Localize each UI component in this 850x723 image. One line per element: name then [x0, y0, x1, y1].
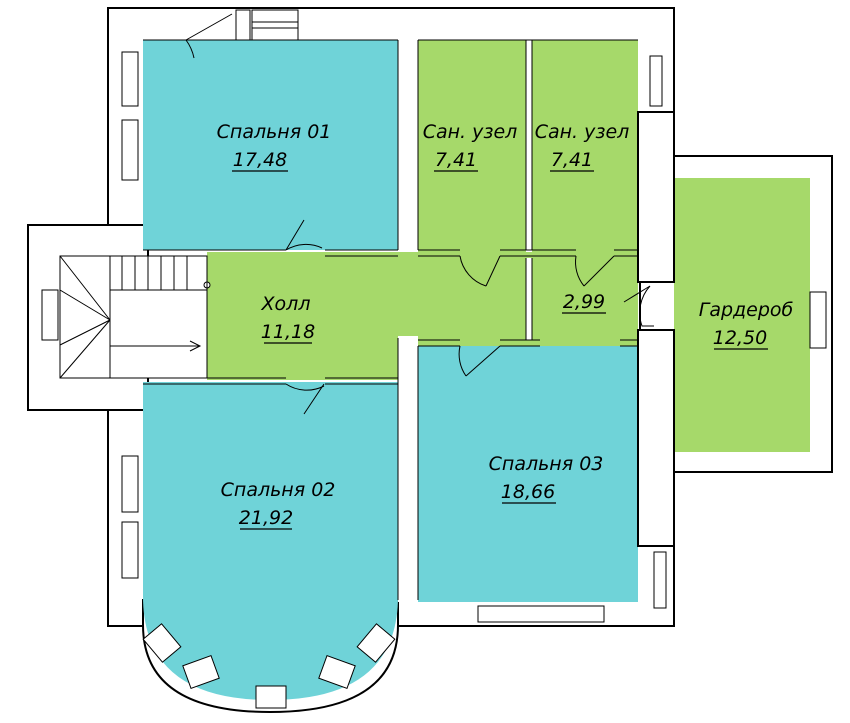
- wardrobe-fill: [674, 178, 810, 452]
- door-entry-top: [185, 13, 233, 59]
- bath-2-fill: [532, 40, 638, 252]
- label-bedroom-03: Спальня 03: [489, 453, 604, 475]
- door-bedroom-03: [458, 345, 501, 377]
- window-bay-1: [142, 623, 182, 663]
- door-bath-2: [575, 255, 615, 287]
- window-bay-3: [255, 685, 287, 709]
- area-hall: 11,18: [261, 321, 315, 343]
- label-bath-2: Сан. узел: [535, 121, 630, 143]
- doors: [185, 13, 654, 415]
- window-bay-4: [318, 654, 356, 690]
- staircase: [59, 255, 211, 379]
- label-bedroom-02: Спальня 02: [221, 479, 336, 501]
- window-left-4: [121, 521, 139, 579]
- area-bedroom-02: 21,92: [239, 507, 293, 529]
- wall-right-lower: [637, 329, 675, 547]
- window-bay-5: [356, 623, 396, 663]
- area-wardrobe: 12,50: [713, 327, 767, 349]
- window-top-1: [235, 9, 251, 41]
- window-left-3: [121, 455, 139, 513]
- room-fills: [143, 40, 810, 700]
- window-left-1: [121, 51, 139, 107]
- bedroom-02-fill: [143, 382, 398, 700]
- door-bedroom-02: [285, 383, 325, 415]
- window-bay-2: [182, 654, 220, 690]
- window-top-2: [251, 9, 299, 41]
- door-bedroom-01: [285, 219, 323, 251]
- wall-bed01-bath: [398, 40, 418, 252]
- wall-right-upper: [637, 111, 675, 283]
- window-left-2: [121, 119, 139, 181]
- label-bath-1: Сан. узел: [423, 121, 518, 143]
- bedroom-03-fill: [418, 346, 638, 602]
- room-labels: Спальня 01 17,48 Сан. узел 7,41 Сан. узе…: [217, 121, 794, 530]
- window-stair: [41, 289, 59, 341]
- label-wardrobe: Гардероб: [699, 299, 794, 321]
- bedroom-01-fill: [143, 40, 398, 250]
- area-bath-2: 7,41: [551, 149, 593, 171]
- label-bedroom-01: Спальня 01: [217, 121, 332, 143]
- area-bedroom-01: 17,48: [233, 149, 287, 171]
- area-bedroom-03: 18,66: [501, 481, 555, 503]
- door-wardrobe: [623, 285, 654, 327]
- bath-1-fill: [418, 40, 526, 252]
- label-hall: Холл: [261, 293, 311, 315]
- door-bath-1: [459, 255, 501, 287]
- corridor-fill: [532, 252, 638, 344]
- window-right-2: [653, 551, 667, 609]
- top-wall: [110, 10, 672, 40]
- window-right-1: [649, 55, 663, 107]
- window-bottom: [477, 605, 605, 623]
- window-wardrobe: [809, 291, 827, 349]
- wall-bed02-bed03: [398, 336, 418, 602]
- windows: [41, 9, 827, 709]
- wall-bath-bath: [526, 40, 532, 252]
- interior-walls: [110, 10, 675, 602]
- area-bath-1: 7,41: [435, 149, 477, 171]
- area-corridor: 2,99: [563, 291, 605, 313]
- wall-hall-corridor: [526, 258, 532, 340]
